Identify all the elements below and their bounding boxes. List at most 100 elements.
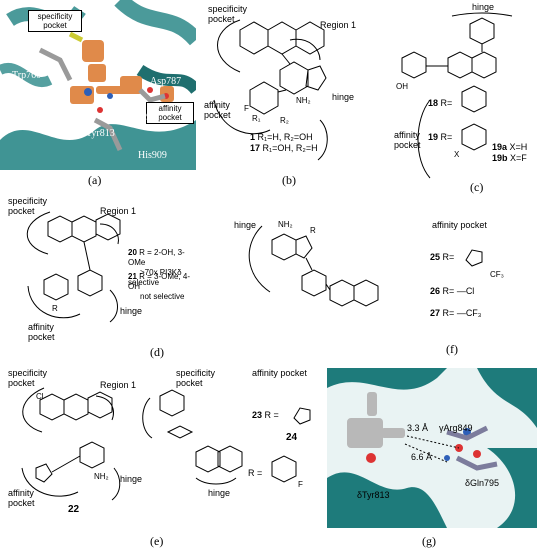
panel-label-a: (a)	[88, 173, 102, 187]
r-eq-25: R=	[442, 252, 455, 262]
panel-d: specificity pocket Region 1 affinity poc…	[0, 196, 200, 366]
hinge-d: hinge	[120, 306, 143, 316]
residue-his909: His909	[138, 150, 167, 161]
residue-met752: Met752	[86, 24, 118, 35]
residue-asp787: Asp787	[150, 76, 182, 87]
nh2-e: NH₂	[94, 472, 109, 481]
structure-d	[26, 211, 121, 323]
pyrazole-23	[293, 407, 311, 425]
compound-22: 22	[68, 504, 80, 515]
affinity-pocket-title-e: affinity pocket	[252, 368, 307, 378]
panel-b: specificity pocket Region 1 affinity poc…	[200, 0, 390, 190]
hinge-e: hinge	[120, 474, 143, 484]
compound-21-num: 21	[128, 272, 137, 281]
structure-c	[401, 12, 513, 179]
cl-e: Cl	[36, 392, 44, 401]
compound-25: 25 R=	[430, 252, 454, 262]
affinity-pocket-c: affinity pocket	[394, 130, 421, 150]
panel-f: NH₂ R hinge affinity pocket 25 R= CF₃ 26…	[222, 196, 537, 361]
compound-19a: 19a X=H	[492, 142, 527, 152]
r-eq-23: R =	[264, 410, 279, 420]
compound-1-num: 1	[250, 132, 256, 142]
panel-a-image: specificity pocket affinity pocket Met75…	[0, 0, 203, 170]
r-f: R	[310, 226, 316, 235]
protein-structure-g	[327, 368, 537, 528]
panel-label-c: (c)	[470, 180, 484, 194]
compound-27-r: —CF₃	[456, 308, 482, 318]
panel-label-g: (g)	[422, 534, 436, 548]
panel-label-b: (b)	[282, 173, 296, 187]
cf3-25: CF₃	[490, 270, 504, 279]
compound-20-text: R = 2-OH, 3-OMe	[128, 248, 185, 267]
residue-trp760: Trp760	[12, 70, 42, 81]
compound-1-text: R₁=H, R₂=OH	[257, 132, 313, 142]
distance-6.6: 6.6 Å	[411, 452, 433, 462]
compound-20: 20 R = 2-OH, 3-OMe >70x PI3Kδ selective	[128, 248, 200, 288]
compound-19b-num: 19b	[492, 153, 508, 163]
compound-18-num: 18	[428, 98, 439, 108]
compound-24: 24	[286, 432, 298, 443]
residue-tyr813: δTyr813	[357, 490, 390, 500]
affinity-pocket-b: affinity pocket	[204, 100, 231, 120]
structure-b	[213, 19, 328, 161]
panel-label-d: (d)	[150, 345, 164, 359]
panel-e: specificity pocket Region 1 Cl NH₂ affin…	[0, 368, 322, 550]
compound-23: 23 R =	[252, 410, 279, 420]
compound-20-num: 20	[128, 248, 137, 257]
specificity-pocket-b: specificity pocket	[208, 4, 248, 24]
affinity-pocket-d: affinity pocket	[28, 322, 55, 342]
compound-26-num: 26	[430, 286, 441, 296]
compound-20-selectivity: >70x PI3Kδ selective	[128, 268, 182, 287]
panel-label-e: (e)	[150, 534, 164, 548]
compound-17-b: 17 R₁=OH, R₂=H	[250, 143, 318, 153]
r-eq-24: R =	[248, 468, 263, 478]
structure-e	[21, 387, 243, 501]
residue-tyr813: Tyr813	[86, 128, 115, 139]
r-eq-19: R=	[440, 132, 453, 142]
residue-asp911: Asp911	[130, 112, 161, 123]
region1-b: Region 1	[320, 20, 357, 30]
compound-21: 21 R = 3-OMe, 4-OH not selective	[128, 272, 200, 302]
f-atom-e: F	[298, 480, 303, 489]
compound-23-num: 23	[252, 410, 263, 420]
compound-26-r: —Cl	[456, 286, 475, 296]
region1-e: Region 1	[100, 380, 137, 390]
panel-label-f: (f)	[446, 342, 458, 356]
benzamide-24	[271, 455, 297, 483]
specificity-pocket-box: specificity pocket	[28, 10, 82, 32]
r-eq-18: R=	[440, 98, 453, 108]
affinity-pocket-box: affinity pocket	[146, 102, 194, 124]
residue-gln795: δGln795	[465, 478, 500, 488]
compound-19a-x: X=H	[509, 142, 528, 152]
compound-19a-num: 19a	[492, 142, 508, 152]
f-atom-b: F	[244, 104, 249, 113]
residue-lys779: Lys779	[138, 38, 168, 49]
compound-18-c: 18 R=	[428, 98, 452, 108]
hinge-c: hinge	[472, 2, 495, 12]
hinge-b: hinge	[332, 92, 355, 102]
hinge-f: hinge	[234, 220, 257, 230]
residue-arg849: γArg849	[439, 423, 473, 433]
specificity-pocket-e: specificity pocket	[8, 368, 48, 388]
compound-19-c: 19 R=	[428, 132, 452, 142]
compound-19b-x: X=F	[510, 153, 527, 163]
compound-1-b: 1 R₁=H, R₂=OH	[250, 132, 313, 142]
panel-c: hinge OH affinity pocket 18 R= 19 R= X 1…	[392, 0, 537, 190]
specificity-pocket-d: specificity pocket	[8, 196, 48, 216]
distance-3.3: 3.3 Å	[407, 423, 429, 433]
panel-g-image: 3.3 Å 6.6 Å γArg849 δTyr813 δGln795	[327, 368, 537, 528]
compound-21-text: R = 3-OMe, 4-OH	[128, 272, 191, 291]
r-eq-26: R=	[442, 286, 455, 296]
pyrazole-25	[465, 249, 483, 267]
compound-19-num: 19	[428, 132, 439, 142]
compound-26: 26 R= —Cl	[430, 286, 474, 296]
compound-17-num: 17	[250, 143, 261, 153]
specificity-pocket-e2: specificity pocket	[176, 368, 216, 388]
compound-27: 27 R= —CF₃	[430, 308, 481, 318]
affinity-pocket-e: affinity pocket	[8, 488, 35, 508]
r-eq-27: R=	[442, 308, 455, 318]
compound-21-selectivity: not selective	[140, 292, 185, 301]
r-d: R	[52, 304, 58, 313]
region1-d: Region 1	[100, 206, 137, 216]
r1-b: R₁	[252, 114, 261, 123]
